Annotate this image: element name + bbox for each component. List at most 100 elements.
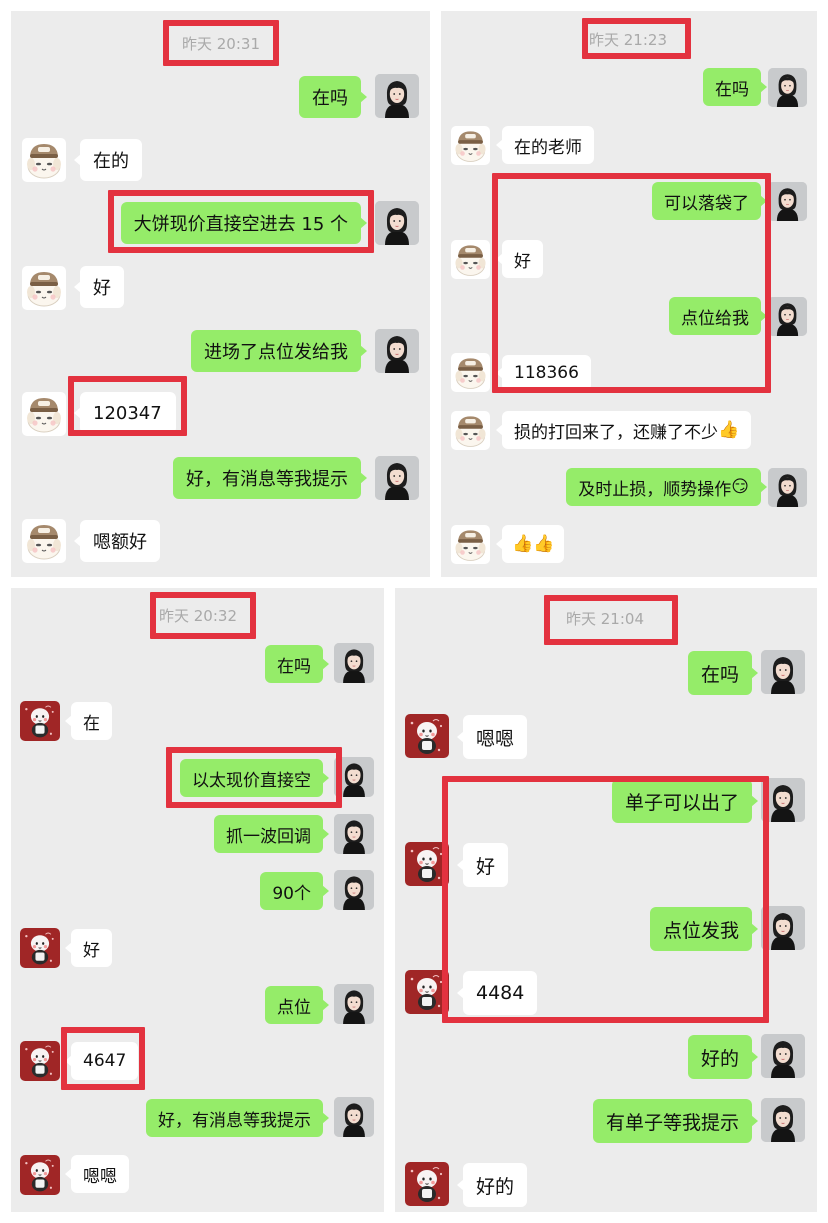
message-bubble-received[interactable]: 嗯嗯 (65, 1155, 129, 1193)
self-avatar[interactable] (334, 814, 374, 854)
woman-portrait-icon (761, 778, 805, 822)
message-bubble-sent[interactable]: 有单子等我提示 (592, 1099, 759, 1143)
woman-portrait-icon (768, 468, 807, 507)
message-bubble-sent[interactable]: 可以落袋了 (652, 182, 767, 220)
self-avatar[interactable] (334, 757, 374, 797)
contact-avatar[interactable] (451, 353, 490, 392)
message-text: 及时止损，顺势操作 (578, 479, 732, 500)
message-bubble-sent[interactable]: 好的 (687, 1035, 759, 1079)
message-bubble-received[interactable]: 4484 (456, 971, 538, 1015)
contact-avatar[interactable] (22, 138, 66, 182)
message-bubble-sent[interactable]: 在吗 (265, 645, 329, 683)
self-avatar[interactable] (761, 906, 805, 950)
message-bubble-received[interactable]: 在 (65, 702, 112, 740)
smirk-face-icon: 😏 (731, 477, 749, 497)
puppy-cartoon-icon (22, 519, 66, 563)
message-bubble-received[interactable]: 在的老师 (496, 126, 594, 164)
self-avatar[interactable] (375, 456, 419, 500)
self-avatar[interactable] (761, 650, 805, 694)
message-bubble-sent[interactable]: 点位发我 (649, 907, 759, 951)
contact-avatar[interactable] (22, 392, 66, 436)
contact-avatar[interactable] (451, 240, 490, 279)
contact-avatar[interactable] (20, 701, 60, 741)
woman-portrait-icon (375, 329, 419, 373)
contact-avatar[interactable] (405, 1162, 449, 1206)
contact-avatar[interactable] (451, 126, 490, 165)
contact-avatar[interactable] (22, 519, 66, 563)
contact-avatar[interactable] (20, 1041, 60, 1081)
message-bubble-sent[interactable]: 进场了点位发给我 (191, 330, 367, 372)
message-bubble-sent[interactable]: 好，有消息等我提示 (146, 1099, 329, 1137)
message-bubble-received[interactable]: 好 (65, 929, 112, 967)
puppy-cartoon-icon (22, 392, 66, 436)
message-bubble-sent[interactable]: 点位给我 (669, 297, 767, 335)
self-avatar[interactable] (761, 778, 805, 822)
message-bubble-sent[interactable]: 抓一波回调 (214, 815, 329, 853)
timestamp: 昨天 20:31 (182, 35, 260, 53)
message-bubble-sent[interactable]: 在吗 (703, 68, 767, 106)
woman-portrait-icon (375, 74, 419, 118)
red-cartoon-icon (20, 1155, 60, 1195)
red-cartoon-icon (20, 928, 60, 968)
message-bubble-sent[interactable]: 以太现价直接空 (180, 759, 329, 797)
message-bubble-received[interactable]: 好 (456, 843, 509, 887)
message-bubble-received[interactable]: 损的打回来了，还赚了不少👍 (495, 411, 752, 449)
message-bubble-sent[interactable]: 单子可以出了 (611, 779, 759, 823)
message-bubble-sent[interactable]: 90个 (260, 872, 329, 910)
message-bubble-sent[interactable]: 大饼现价直接空进去 15 个 (120, 202, 368, 244)
puppy-cartoon-icon (451, 353, 490, 392)
contact-avatar[interactable] (405, 970, 449, 1014)
woman-portrait-icon (334, 870, 374, 910)
self-avatar[interactable] (375, 201, 419, 245)
self-avatar[interactable] (768, 297, 807, 336)
message-bubble-received[interactable]: 120347 (74, 392, 176, 434)
contact-avatar[interactable] (451, 411, 490, 450)
self-avatar[interactable] (768, 68, 807, 107)
message-bubble-sent[interactable]: 及时止损，顺势操作😏 (566, 468, 767, 506)
message-bubble-received[interactable]: 嗯额好 (74, 520, 160, 562)
message-bubble-received[interactable]: 118366 (496, 355, 591, 391)
self-avatar[interactable] (334, 984, 374, 1024)
message-bubble-sent[interactable]: 在吗 (299, 76, 367, 118)
contact-avatar[interactable] (405, 842, 449, 886)
self-avatar[interactable] (334, 870, 374, 910)
message-bubble-received[interactable]: 在的 (74, 139, 142, 181)
self-avatar[interactable] (334, 643, 374, 683)
timestamp: 昨天 21:04 (566, 610, 644, 628)
message-bubble-received[interactable]: 好 (74, 266, 124, 308)
contact-avatar[interactable] (405, 714, 449, 758)
self-avatar[interactable] (334, 1097, 374, 1137)
woman-portrait-icon (761, 1034, 805, 1078)
contact-avatar[interactable] (22, 266, 66, 310)
message-bubble-received[interactable]: 好的 (456, 1163, 528, 1207)
woman-portrait-icon (768, 68, 807, 107)
self-avatar[interactable] (375, 74, 419, 118)
self-avatar[interactable] (761, 1034, 805, 1078)
self-avatar[interactable] (761, 1098, 805, 1142)
self-avatar[interactable] (768, 182, 807, 221)
message-bubble-received[interactable]: 4647 (64, 1042, 139, 1080)
contact-avatar[interactable] (451, 525, 490, 564)
red-cartoon-icon (405, 1162, 449, 1206)
self-avatar[interactable] (375, 329, 419, 373)
thumbs-up-icon: 👍 (718, 420, 740, 440)
woman-portrait-icon (334, 814, 374, 854)
message-bubble-sent[interactable]: 点位 (265, 986, 329, 1024)
message-bubble-sent[interactable]: 好，有消息等我提示 (173, 457, 367, 499)
message-bubble-received[interactable]: 👍👍 (495, 525, 565, 563)
message-bubble-received[interactable]: 好 (496, 240, 543, 278)
thumbs-up-icon: 👍 (533, 534, 555, 554)
woman-portrait-icon (334, 643, 374, 683)
message-text: 损的打回来了，还赚了不少 (514, 422, 718, 443)
self-avatar[interactable] (768, 468, 807, 507)
puppy-cartoon-icon (451, 126, 490, 165)
puppy-cartoon-icon (22, 138, 66, 182)
red-cartoon-icon (405, 714, 449, 758)
contact-avatar[interactable] (20, 1155, 60, 1195)
woman-portrait-icon (761, 906, 805, 950)
message-bubble-received[interactable]: 嗯嗯 (456, 715, 528, 759)
puppy-cartoon-icon (22, 266, 66, 310)
message-bubble-sent[interactable]: 在吗 (687, 651, 759, 695)
contact-avatar[interactable] (20, 928, 60, 968)
woman-portrait-icon (768, 182, 807, 221)
